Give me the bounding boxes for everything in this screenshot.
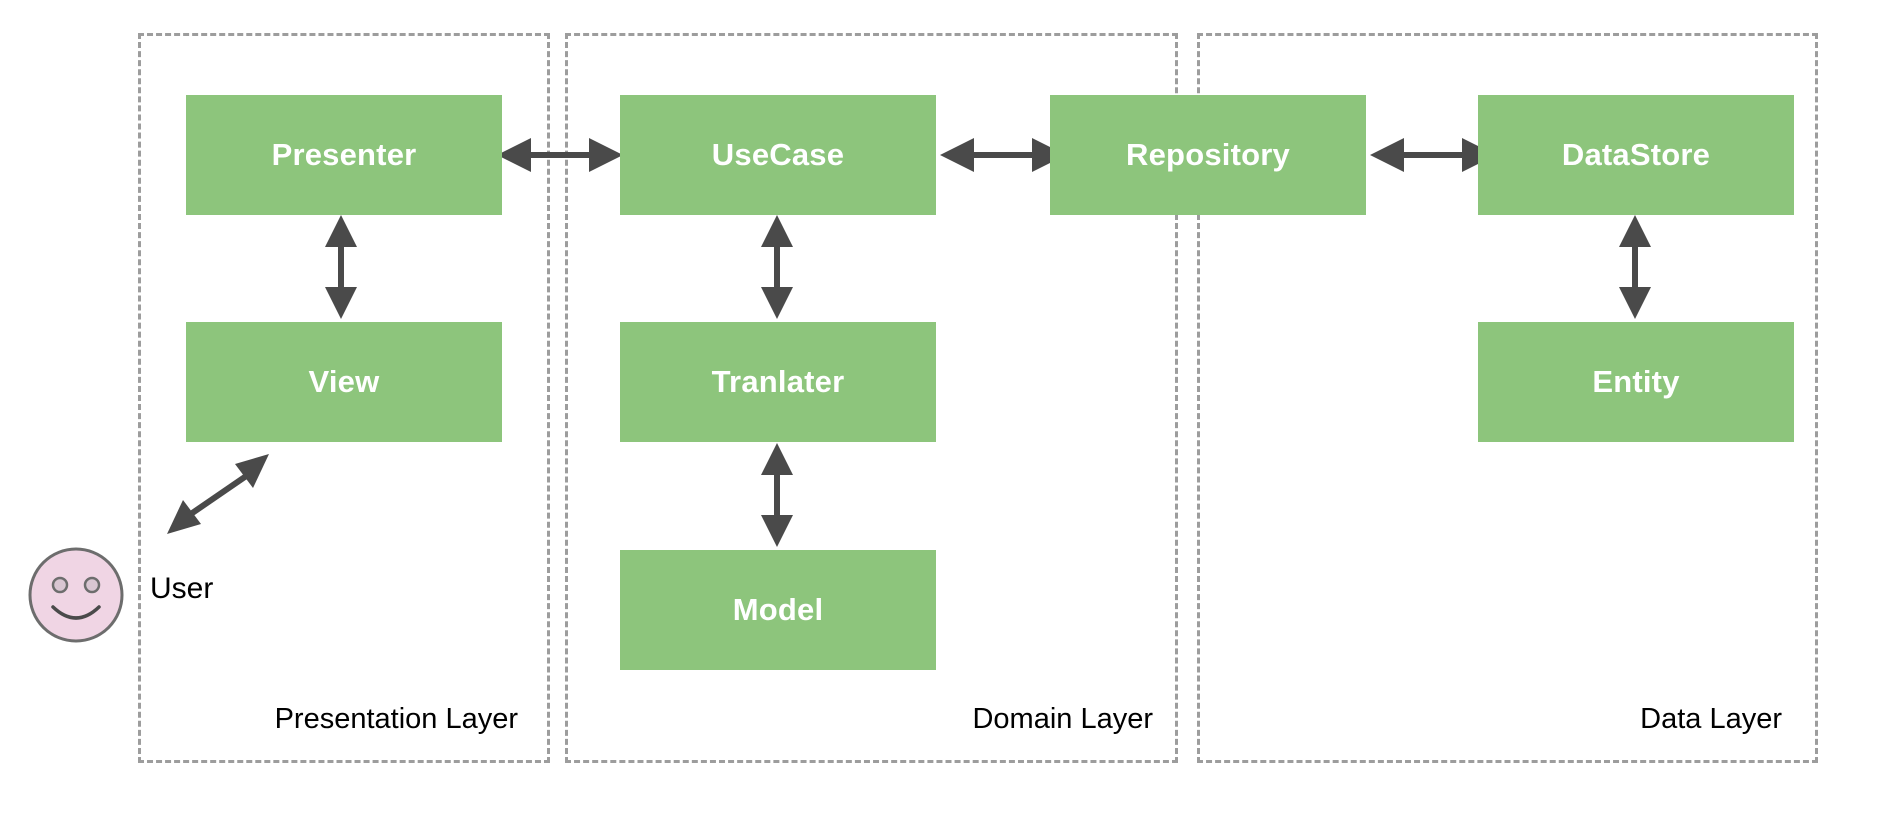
connector-user-view <box>167 454 269 534</box>
node-view[interactable]: View <box>186 322 502 442</box>
node-label: View <box>308 364 380 399</box>
layer-container-presentation <box>138 33 550 763</box>
connector-presenter-usecase <box>497 138 623 172</box>
node-tranlater[interactable]: Tranlater <box>620 322 936 442</box>
connector-usecase-repository <box>940 138 1066 172</box>
connector-datastore-entity <box>1619 215 1651 319</box>
node-repository[interactable]: Repository <box>1050 95 1366 215</box>
node-label: Model <box>732 592 824 627</box>
layer-label-presentation: Presentation Layer <box>274 703 518 735</box>
layer-label-domain: Domain Layer <box>972 703 1153 735</box>
layer-label-data: Data Layer <box>1640 703 1782 735</box>
node-label: Presenter <box>271 137 417 172</box>
layer-container-data <box>1197 33 1818 763</box>
node-label: DataStore <box>1561 137 1711 172</box>
node-model[interactable]: Model <box>620 550 936 670</box>
smiley-face-icon <box>28 547 124 643</box>
node-usecase[interactable]: UseCase <box>620 95 936 215</box>
connector-presenter-view <box>325 215 357 319</box>
node-label: Repository <box>1126 137 1290 172</box>
connector-tranlater-model <box>761 443 793 547</box>
layer-container-domain <box>565 33 1178 763</box>
user-actor-label: User <box>150 572 214 605</box>
connector-usecase-tranlater <box>761 215 793 319</box>
node-label: UseCase <box>711 137 845 172</box>
node-label: Entity <box>1592 364 1680 399</box>
node-presenter[interactable]: Presenter <box>186 95 502 215</box>
node-datastore[interactable]: DataStore <box>1478 95 1794 215</box>
node-label: Tranlater <box>711 364 845 399</box>
node-entity[interactable]: Entity <box>1478 322 1794 442</box>
